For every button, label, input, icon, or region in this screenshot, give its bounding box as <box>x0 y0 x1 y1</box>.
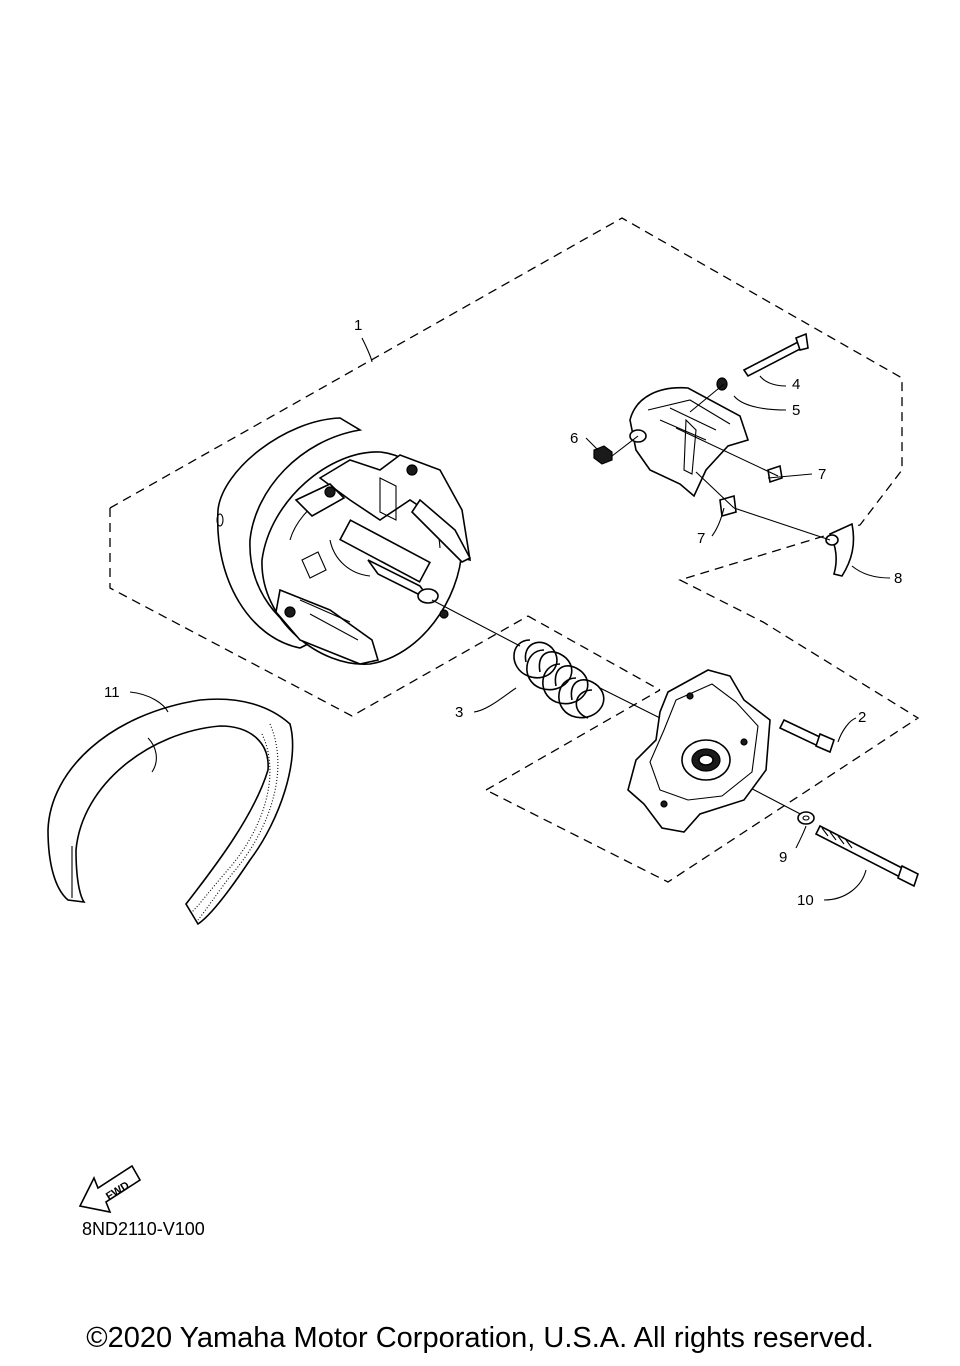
spring-part-3 <box>513 639 605 719</box>
callout-7a: 7 <box>818 466 826 483</box>
assembly-boundary-1 <box>109 217 920 883</box>
callout-3: 3 <box>455 704 463 721</box>
callout-11: 11 <box>104 684 120 701</box>
copyright-notice: ©2020 Yamaha Motor Corporation, U.S.A. A… <box>86 1322 874 1354</box>
callout-10: 10 <box>797 892 814 909</box>
bracket-leader-lines <box>611 383 831 541</box>
diagram-code: 8ND2110-V100 <box>82 1219 205 1239</box>
callout-7b: 7 <box>697 530 705 547</box>
pin-part-4 <box>742 332 809 378</box>
nut-part-6 <box>593 445 613 465</box>
washer-part-9 <box>797 811 815 825</box>
callout-2: 2 <box>858 709 866 726</box>
assembly-boundary-sub <box>485 689 661 791</box>
callout-1: 1 <box>354 317 362 334</box>
callout-5: 5 <box>792 402 800 419</box>
primary-sheave <box>216 417 472 665</box>
arm-part-8 <box>825 522 855 577</box>
drive-belt-part-11 <box>47 698 294 926</box>
callout-6: 6 <box>570 430 578 447</box>
bolt-part-10 <box>814 824 919 888</box>
callout-8: 8 <box>894 570 902 587</box>
callout-leaders <box>129 337 891 901</box>
weight-arm-bracket <box>629 386 750 498</box>
bolt-part-2 <box>778 718 835 754</box>
callout-9: 9 <box>779 849 787 866</box>
fwd-arrow-icon: FWD <box>78 1164 142 1214</box>
spider-cover <box>627 669 771 833</box>
callout-4: 4 <box>792 376 800 393</box>
